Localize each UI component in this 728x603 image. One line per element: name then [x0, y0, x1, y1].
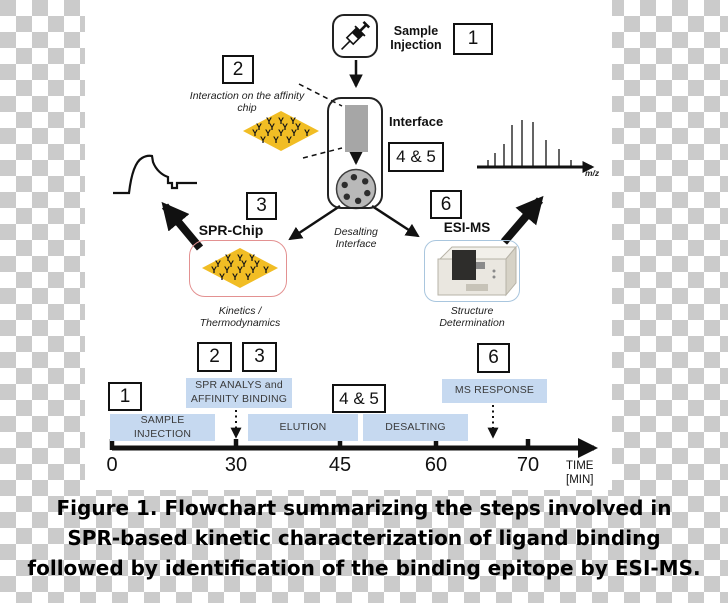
svg-text:Y: Y: [263, 265, 269, 275]
tick-60: 60: [424, 454, 448, 476]
svg-text:Y: Y: [232, 272, 238, 282]
step-number: 3: [254, 346, 265, 367]
sample-injection-label: Sample Injection: [390, 24, 442, 53]
structure-label: Structure Determination: [439, 305, 505, 330]
desalting-valve-icon: [335, 168, 377, 210]
svg-text:Y: Y: [290, 116, 296, 126]
step-box-4-5: 4 & 5: [388, 142, 444, 172]
tick-70: 70: [516, 454, 540, 476]
caption-line-2: SPR-based kinetic characterization of li…: [67, 526, 661, 550]
svg-text:Y: Y: [252, 128, 258, 138]
interface-node: [327, 97, 383, 209]
svg-text:Y: Y: [228, 259, 234, 269]
svg-text:Y: Y: [219, 272, 225, 282]
svg-text:Y: Y: [237, 265, 243, 275]
bar-ms-response: MS RESPONSE: [442, 379, 547, 403]
step-number: 6: [440, 193, 452, 215]
step-number: 2: [209, 346, 220, 367]
svg-text:Y: Y: [224, 265, 230, 275]
tick-0: 0: [106, 454, 118, 476]
sensorgram-curve: [113, 154, 197, 195]
mz-axis-label: m/z: [585, 168, 600, 178]
svg-text:Y: Y: [304, 128, 310, 138]
step-box-1: 1: [453, 23, 493, 55]
svg-text:Y: Y: [245, 272, 251, 282]
arrow-to-spectrum: [500, 195, 544, 245]
step-number: 2: [232, 58, 244, 80]
svg-text:Y: Y: [237, 253, 243, 263]
esi-ms-node: [424, 240, 520, 302]
svg-text:Y: Y: [282, 122, 288, 132]
spr-chip-label: SPR-Chip: [198, 222, 264, 238]
step-box-2: 2: [222, 55, 254, 84]
tick-30: 30: [224, 454, 248, 476]
kinetics-label: Kinetics / Thermodynamics: [199, 305, 281, 330]
step-number: 1: [119, 385, 131, 407]
svg-text:Y: Y: [241, 259, 247, 269]
timeline-step-box-2: 2: [197, 342, 232, 372]
svg-text:Y: Y: [295, 122, 301, 132]
interface-label: Interface: [389, 114, 444, 129]
esi-ms-label: ESI-MS: [443, 220, 491, 235]
interaction-label: Interaction on the affinity chip: [189, 90, 305, 115]
svg-text:Y: Y: [278, 116, 284, 126]
svg-text:Y: Y: [249, 253, 255, 263]
spr-chip-node: [189, 240, 287, 297]
timeline-step-box-4-5: 4 & 5: [332, 384, 386, 413]
mass-spectrometer-illustration: [437, 245, 518, 297]
desalting-interface-label: Desalting Interface: [334, 226, 378, 251]
timeline-step-box-3: 3: [242, 342, 277, 372]
bar-desalting: DESALTING: [363, 414, 468, 441]
step-number: 4 & 5: [339, 388, 379, 408]
step-box-3: 3: [246, 192, 277, 220]
bar-sample-injection: SAMPLE INJECTION: [110, 414, 215, 441]
svg-text:Y: Y: [211, 265, 217, 275]
svg-text:Y: Y: [256, 122, 262, 132]
svg-text:Y: Y: [265, 128, 271, 138]
timeline-step-box-1: 1: [108, 382, 142, 411]
arrow-valve-to-spr-chip: [288, 204, 341, 241]
arrow-to-sensorgram: [161, 201, 204, 251]
step-number: 4 & 5: [396, 147, 436, 166]
svg-text:Y: Y: [215, 259, 221, 269]
tick-45: 45: [328, 454, 352, 476]
mass-spectrum: [477, 120, 595, 173]
arrow-valve-to-esi-ms: [371, 204, 420, 238]
svg-text:Y: Y: [278, 128, 284, 138]
caption-line-3: followed by identification of the bindin…: [27, 556, 701, 580]
svg-text:Y: Y: [269, 122, 275, 132]
svg-text:Y: Y: [273, 135, 279, 145]
time-axis-unit-label: TIME [MIN]: [566, 460, 594, 486]
svg-text:Y: Y: [266, 116, 272, 126]
svg-text:Y: Y: [225, 253, 231, 263]
step-box-6: 6: [430, 190, 462, 219]
svg-text:Y: Y: [286, 135, 292, 145]
sample-injection-node: [332, 14, 378, 58]
step-number: 1: [467, 28, 479, 49]
bar-spr-analysis: SPR ANALYS and AFFINITY BINDING: [186, 378, 292, 408]
timeline-step-box-6: 6: [477, 343, 510, 373]
step-number: 3: [256, 195, 267, 216]
svg-text:Y: Y: [291, 128, 297, 138]
caption-line-1: Figure 1. Flowchart summarizing the step…: [56, 496, 672, 520]
step-number: 6: [488, 347, 499, 368]
interface-column: [345, 105, 368, 152]
svg-text:Y: Y: [250, 265, 256, 275]
svg-text:Y: Y: [254, 259, 260, 269]
bar-elution: ELUTION: [248, 414, 358, 441]
dashed-line-chip-bottom: [302, 147, 343, 159]
svg-text:Y: Y: [260, 135, 266, 145]
